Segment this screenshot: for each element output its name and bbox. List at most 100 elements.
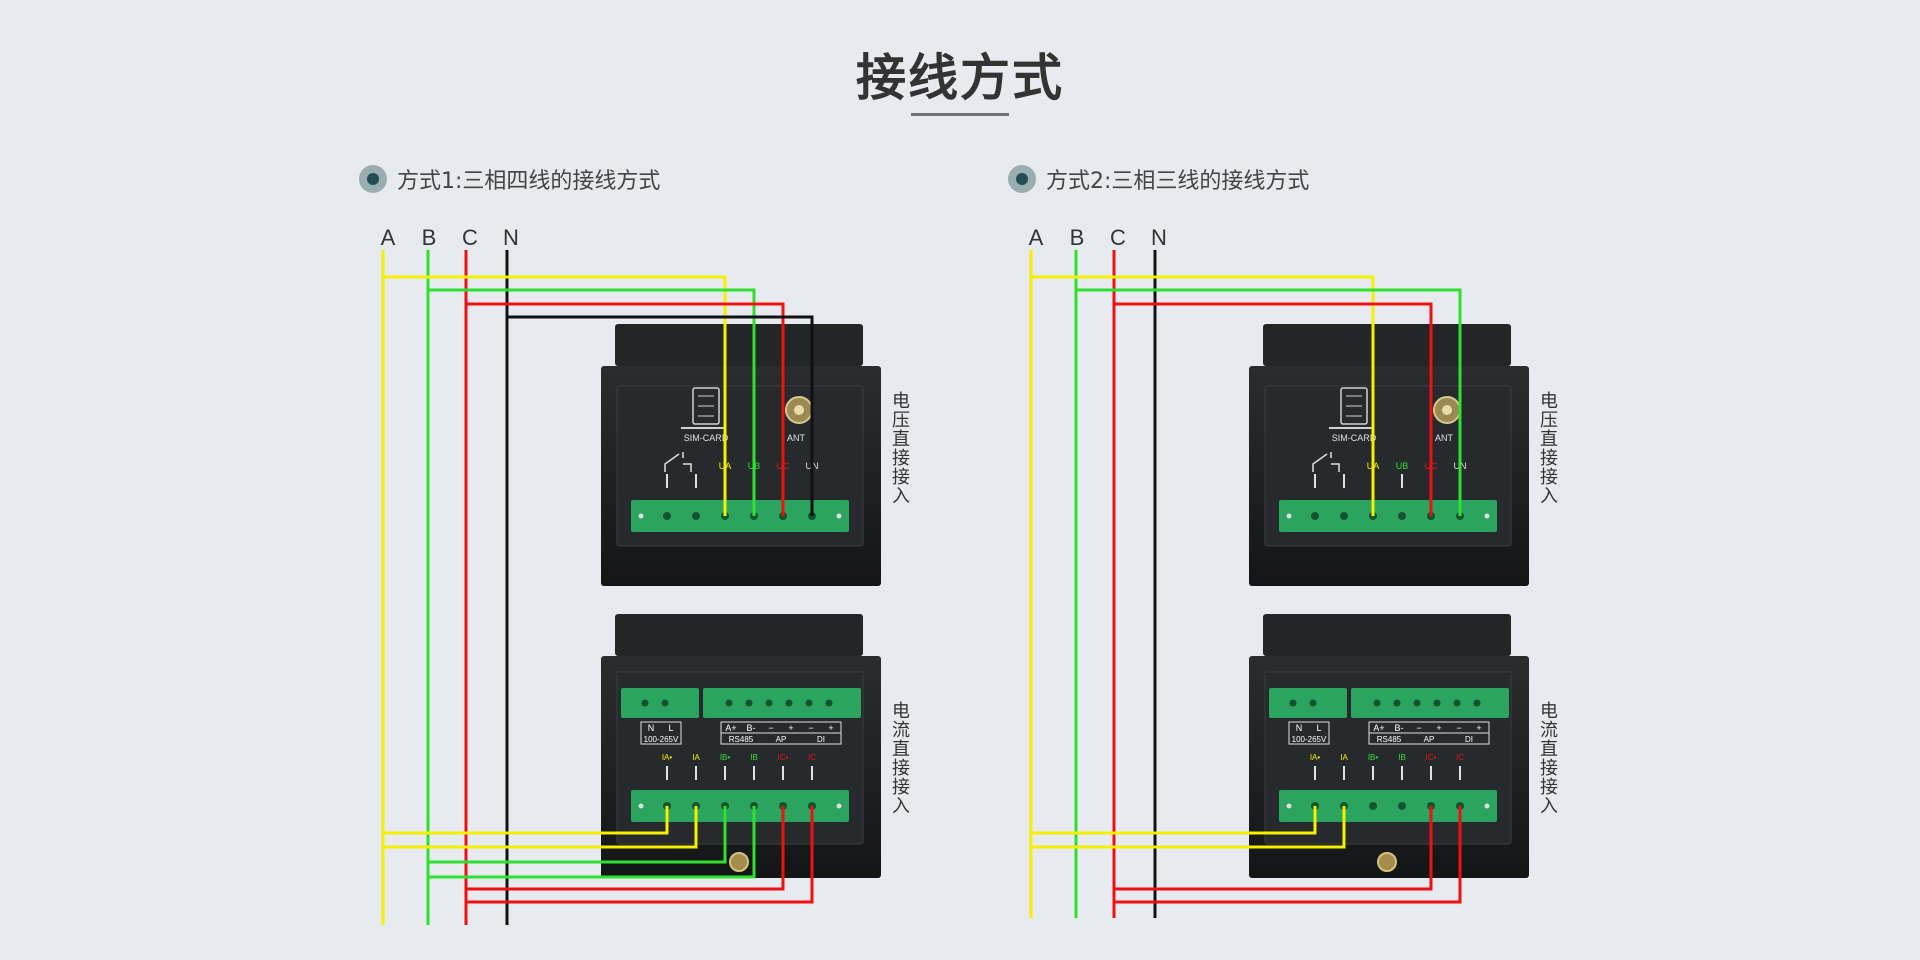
comm-group-label: RS485	[729, 735, 754, 744]
voltage-direct-label: 电	[1540, 391, 1558, 411]
voltage-direct-label: 接	[1540, 467, 1558, 487]
current-out-phase-b-wire	[426, 806, 756, 925]
din-clip-icon	[1377, 852, 1397, 872]
current-in-phase-c-wire	[466, 806, 785, 891]
current-terminal-label: IC	[808, 753, 816, 762]
terminal-screw	[1413, 699, 1421, 707]
current-direct-label: 流	[892, 720, 910, 740]
current-terminal-block	[631, 790, 849, 822]
terminal-screw	[641, 699, 649, 707]
voltage-direct-label: 入	[892, 486, 910, 506]
page-title: 接线方式	[856, 49, 1064, 107]
current-direct-label: 接	[892, 777, 910, 797]
power-label: N	[1296, 723, 1303, 733]
comm-group-label: DI	[817, 735, 825, 744]
current-direct-label: 流	[1540, 720, 1558, 740]
phase-label-c: C	[462, 225, 478, 250]
sim-card-label: SIM-CARD	[1332, 433, 1377, 443]
voltage-direct-label: 接	[1540, 448, 1558, 468]
phase-label-a: A	[1029, 225, 1044, 250]
comm-label: −	[768, 723, 773, 733]
current-out-phase-a	[1029, 806, 1346, 918]
terminal-screw	[825, 699, 833, 707]
antenna-label: ANT	[1435, 433, 1454, 443]
power-label: L	[1316, 723, 1321, 733]
terminal-screw	[1398, 512, 1406, 520]
power-label-box	[1288, 721, 1330, 745]
voltage-direct-label: 电	[892, 391, 910, 411]
voltage-terminal-block	[631, 500, 849, 532]
voltage-direct-label: 压	[892, 410, 910, 430]
power-label-box	[640, 721, 682, 745]
terminal-screw	[1473, 699, 1481, 707]
phase-label-b: B	[1070, 225, 1085, 250]
comm-label: +	[1436, 723, 1441, 733]
comm-group-label: DI	[1465, 735, 1473, 744]
current-direct-label: 电	[892, 701, 910, 721]
terminal-screw	[1369, 802, 1377, 810]
current-terminal-label: IB	[1398, 753, 1406, 762]
phase-label-c: C	[1110, 225, 1126, 250]
comm-group-label: AP	[776, 735, 787, 744]
current-direct-label: 直	[892, 739, 910, 759]
power-range-label: 100-265V	[1292, 735, 1327, 744]
voltage-tap-phase-a-wire	[383, 275, 727, 516]
method-2-label: 方式2:三相三线的接线方式	[1046, 169, 1310, 194]
terminal-screw	[745, 699, 753, 707]
current-in-phase-c	[1114, 806, 1433, 891]
current-direct-label: 入	[1540, 796, 1558, 816]
terminal-screw	[725, 699, 733, 707]
current-direct-label: 接	[892, 758, 910, 778]
voltage-tap-phase-a	[1031, 275, 1375, 516]
comm-terminal-block	[1351, 688, 1509, 718]
relay-icon	[664, 452, 692, 472]
current-direct-label: 电	[1540, 701, 1558, 721]
current-terminal-label: IA•	[1310, 753, 1321, 762]
current-in-phase-a	[1031, 806, 1317, 835]
current-direct-label: 入	[892, 796, 910, 816]
current-terminal-label: IC	[1456, 753, 1464, 762]
comm-label: B-	[1395, 723, 1404, 733]
antenna-label: ANT	[787, 433, 806, 443]
terminal-screw	[1398, 802, 1406, 810]
comm-label: +	[788, 723, 793, 733]
comm-label: A+	[1373, 723, 1384, 733]
voltage-tap-phase-c	[1114, 302, 1433, 516]
current-terminal-label: IA	[1340, 753, 1348, 762]
current-in-phase-a-wire	[383, 806, 669, 835]
voltage-tap-phase-b	[1076, 288, 1462, 516]
power-range-label: 100-265V	[644, 735, 679, 744]
relay-icon	[1312, 452, 1340, 472]
bullet-icon	[359, 165, 387, 193]
device-cap	[615, 614, 863, 656]
current-direct-label: 接	[1540, 777, 1558, 797]
comm-label: −	[1416, 723, 1421, 733]
current-direct-label: 接	[1540, 758, 1558, 778]
method-1-label: 方式1:三相四线的接线方式	[397, 169, 661, 194]
comm-label: B-	[747, 723, 756, 733]
comm-label: +	[828, 723, 833, 733]
comm-label: A+	[725, 723, 736, 733]
current-terminal-label: IB•	[1368, 753, 1379, 762]
comm-label: −	[1456, 723, 1461, 733]
current-in-phase-b-wire	[428, 806, 727, 864]
power-terminal-block	[621, 688, 699, 718]
current-terminal-label: IC•	[778, 753, 789, 762]
terminal-screw	[1311, 512, 1319, 520]
current-terminal-label: IA•	[662, 753, 673, 762]
terminal-screw	[1309, 699, 1317, 707]
comm-terminal-block	[703, 688, 861, 718]
method-2-heading: 方式2:三相三线的接线方式	[1008, 163, 1309, 195]
terminal-screw	[1340, 512, 1348, 520]
current-out-phase-a-wire	[381, 806, 698, 925]
current-terminal-label: IA	[692, 753, 700, 762]
title-underline	[911, 113, 1009, 116]
terminal-screw	[1289, 699, 1297, 707]
phase-label-n: N	[503, 225, 519, 250]
voltage-direct-label: 接	[892, 448, 910, 468]
current-terminal-label: IB	[750, 753, 758, 762]
terminal-screw	[1433, 699, 1441, 707]
din-clip-icon	[729, 852, 749, 872]
terminal-screw	[1453, 699, 1461, 707]
